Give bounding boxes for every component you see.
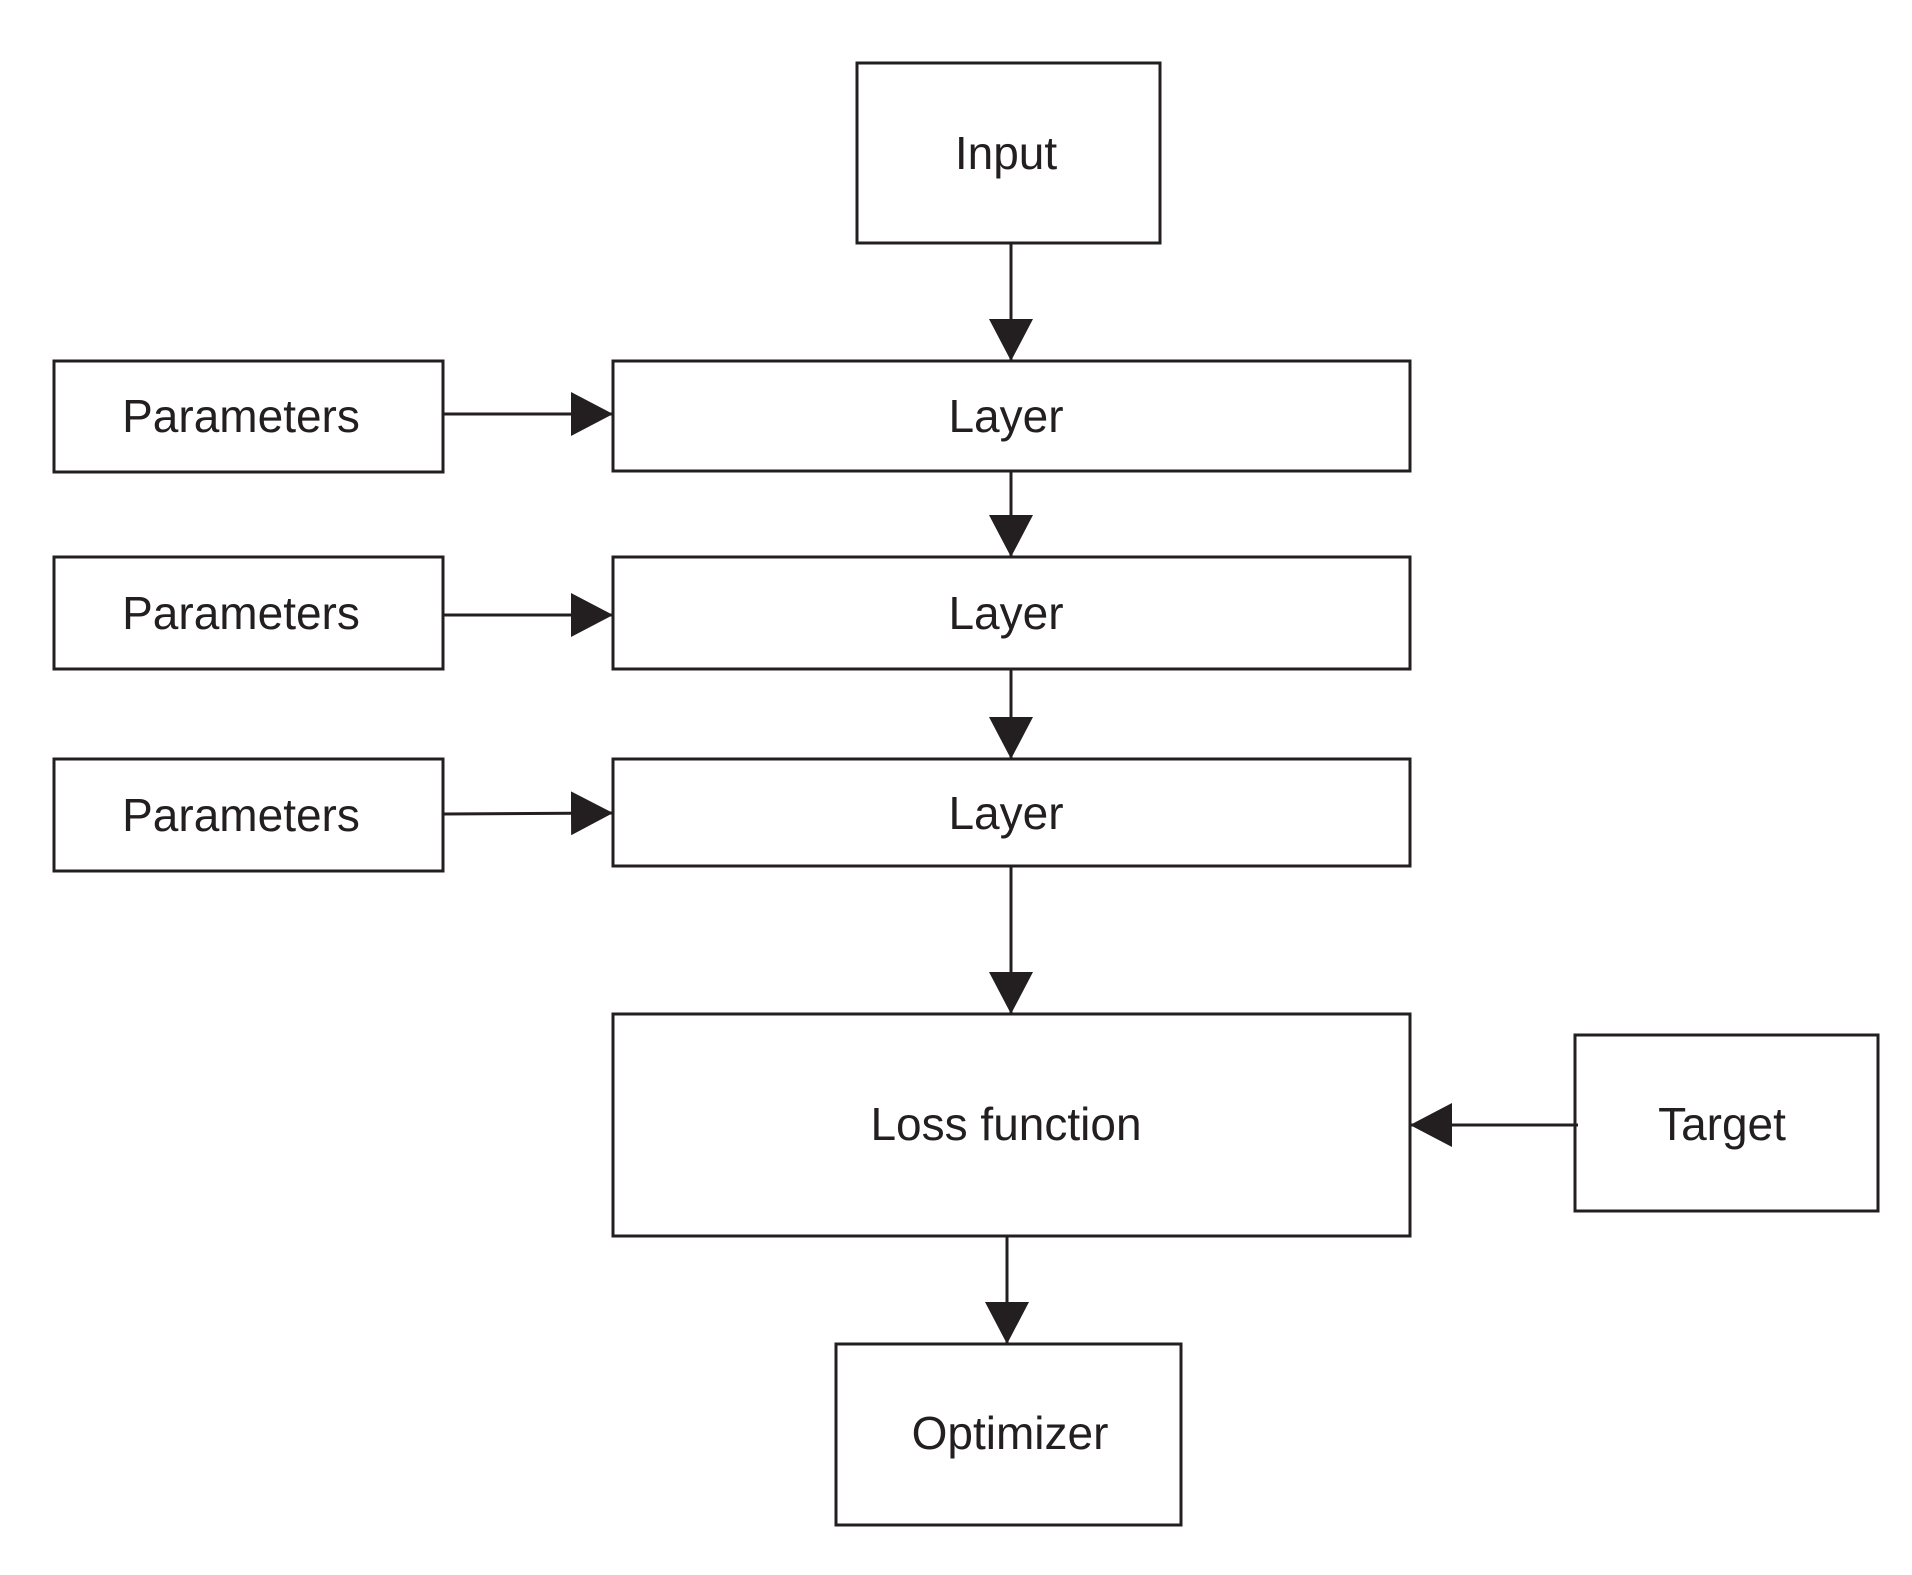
edge-parameters-3-to-layer-3 bbox=[442, 791, 614, 836]
layer-label-2: Layer bbox=[948, 587, 1063, 639]
layer-box-1 bbox=[611, 359, 1412, 473]
parameters-label-3: Parameters bbox=[122, 789, 360, 841]
layer-label-1: Layer bbox=[948, 390, 1063, 442]
parameters-box-2 bbox=[52, 555, 445, 671]
optimizer-label: Optimizer bbox=[912, 1407, 1109, 1459]
parameters-label-2: Parameters bbox=[122, 587, 360, 639]
input-label: Input bbox=[955, 127, 1058, 179]
loss-function-box bbox=[611, 1012, 1412, 1238]
layer-box-3 bbox=[611, 757, 1412, 868]
layer-label-3: Layer bbox=[948, 787, 1063, 839]
loss-function-label: Loss function bbox=[870, 1098, 1141, 1150]
parameters-label-1: Parameters bbox=[122, 390, 360, 442]
target-label: Target bbox=[1658, 1098, 1786, 1150]
input-box bbox=[855, 61, 1162, 245]
parameters-box-1 bbox=[52, 359, 445, 474]
optimizer-box bbox=[834, 1342, 1183, 1527]
parameters-box-3 bbox=[52, 757, 445, 873]
target-box bbox=[1573, 1033, 1880, 1213]
